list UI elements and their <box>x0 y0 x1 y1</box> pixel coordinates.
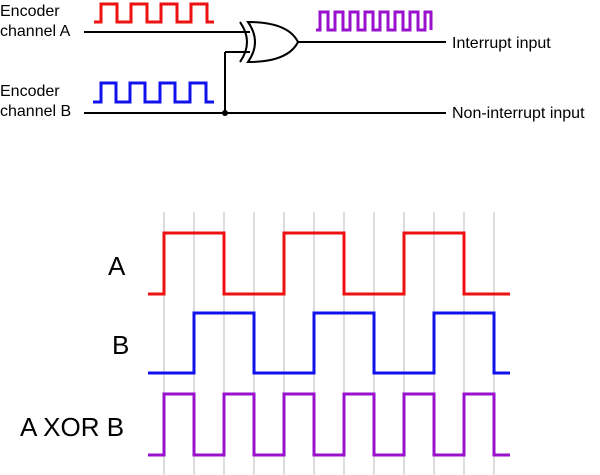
waveform-icon-channel-a <box>94 2 214 24</box>
encoder-b-label-line1: Encoder <box>0 83 60 100</box>
interrupt-input-label: Interrupt input <box>452 35 551 52</box>
encoder-b-label-line2: channel B <box>0 103 71 120</box>
signal-label-xor: A XOR B <box>20 412 124 442</box>
non-interrupt-input-label: Non-interrupt input <box>452 105 585 122</box>
waveform-a <box>148 231 510 296</box>
waveform-a-xor-b <box>148 392 510 457</box>
waveform-b <box>148 311 510 375</box>
encoder-a-label-line2: channel A <box>0 23 71 40</box>
waveform-icon-channel-b <box>93 81 214 104</box>
waveform-icon-interrupt <box>316 10 433 32</box>
signal-label-b: B <box>112 330 129 360</box>
signal-label-a: A <box>108 251 126 281</box>
encoder-a-label-line1: Encoder <box>0 3 60 20</box>
wire-junction-dot <box>222 110 228 116</box>
timing-gridlines <box>163 212 495 475</box>
xor-gate-icon <box>239 20 300 64</box>
circuit-wires <box>84 31 446 116</box>
